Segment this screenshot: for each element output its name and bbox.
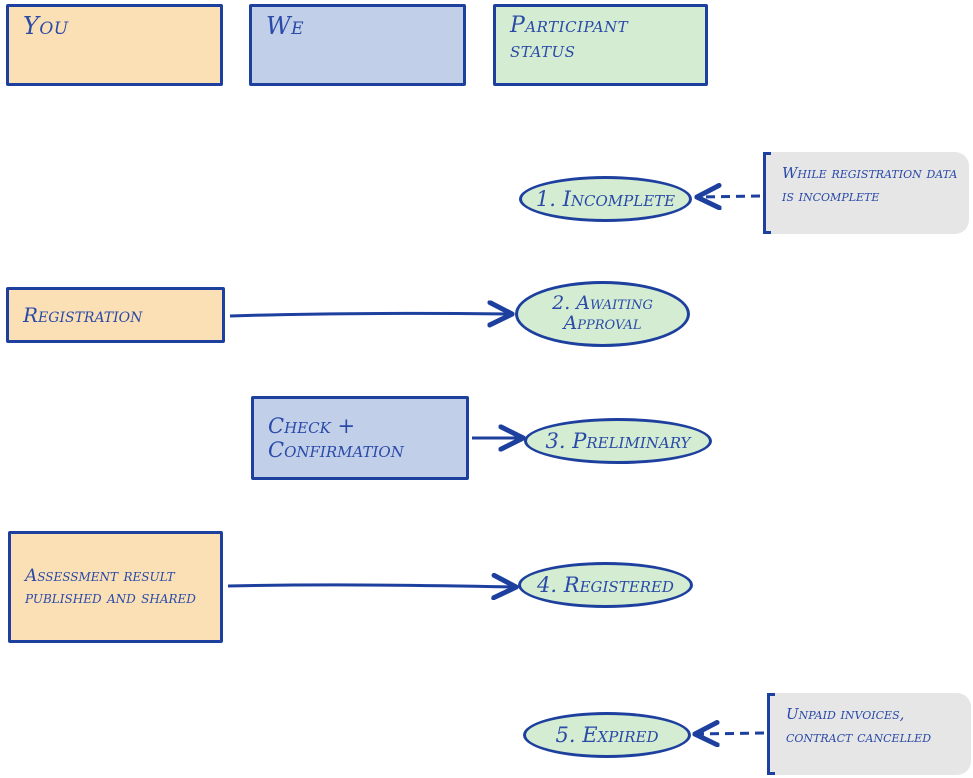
arrow-registration-to-awaiting xyxy=(229,313,510,316)
note-incomplete-label: While registration data is incomplete xyxy=(782,164,958,205)
status-expired: 5. Expired xyxy=(523,712,691,758)
action-check-confirmation: Check + Confirmation xyxy=(251,396,469,480)
action-registration-label: Registration xyxy=(23,302,143,327)
status-expired-label: 5. Expired xyxy=(555,722,659,747)
status-awaiting-approval-label: 2. Awaiting Approval xyxy=(552,292,653,334)
arrow-assessment-to-registered xyxy=(227,585,514,587)
lane-header-participant-status-label: Participant status xyxy=(510,13,629,64)
lane-header-we: We xyxy=(249,4,466,86)
action-assessment: Assessment result published and shared xyxy=(8,531,223,643)
action-check-confirmation-label: Check + Confirmation xyxy=(268,413,404,462)
status-registered: 4. Registered xyxy=(518,562,693,608)
lane-header-you-label: You xyxy=(23,12,69,40)
status-incomplete: 1. Incomplete xyxy=(519,176,692,222)
note-incomplete: While registration data is incomplete xyxy=(763,152,969,234)
lane-header-you: You xyxy=(6,4,223,86)
lane-header-participant-status: Participant status xyxy=(493,4,708,86)
status-registered-label: 4. Registered xyxy=(537,572,674,597)
status-preliminary: 3. Preliminary xyxy=(524,418,712,464)
arrow-note-to-incomplete xyxy=(699,196,761,197)
action-registration: Registration xyxy=(6,287,225,343)
status-preliminary-label: 3. Preliminary xyxy=(545,428,691,453)
status-awaiting-approval: 2. Awaiting Approval xyxy=(515,281,690,347)
action-assessment-label: Assessment result published and shared xyxy=(25,565,196,608)
note-expired-label: Unpaid invoices, contract cancelled xyxy=(786,705,932,746)
lane-header-we-label: We xyxy=(266,12,305,40)
arrow-note-to-expired xyxy=(697,733,765,734)
note-expired: Unpaid invoices, contract cancelled xyxy=(767,693,971,775)
status-incomplete-label: 1. Incomplete xyxy=(535,186,676,211)
